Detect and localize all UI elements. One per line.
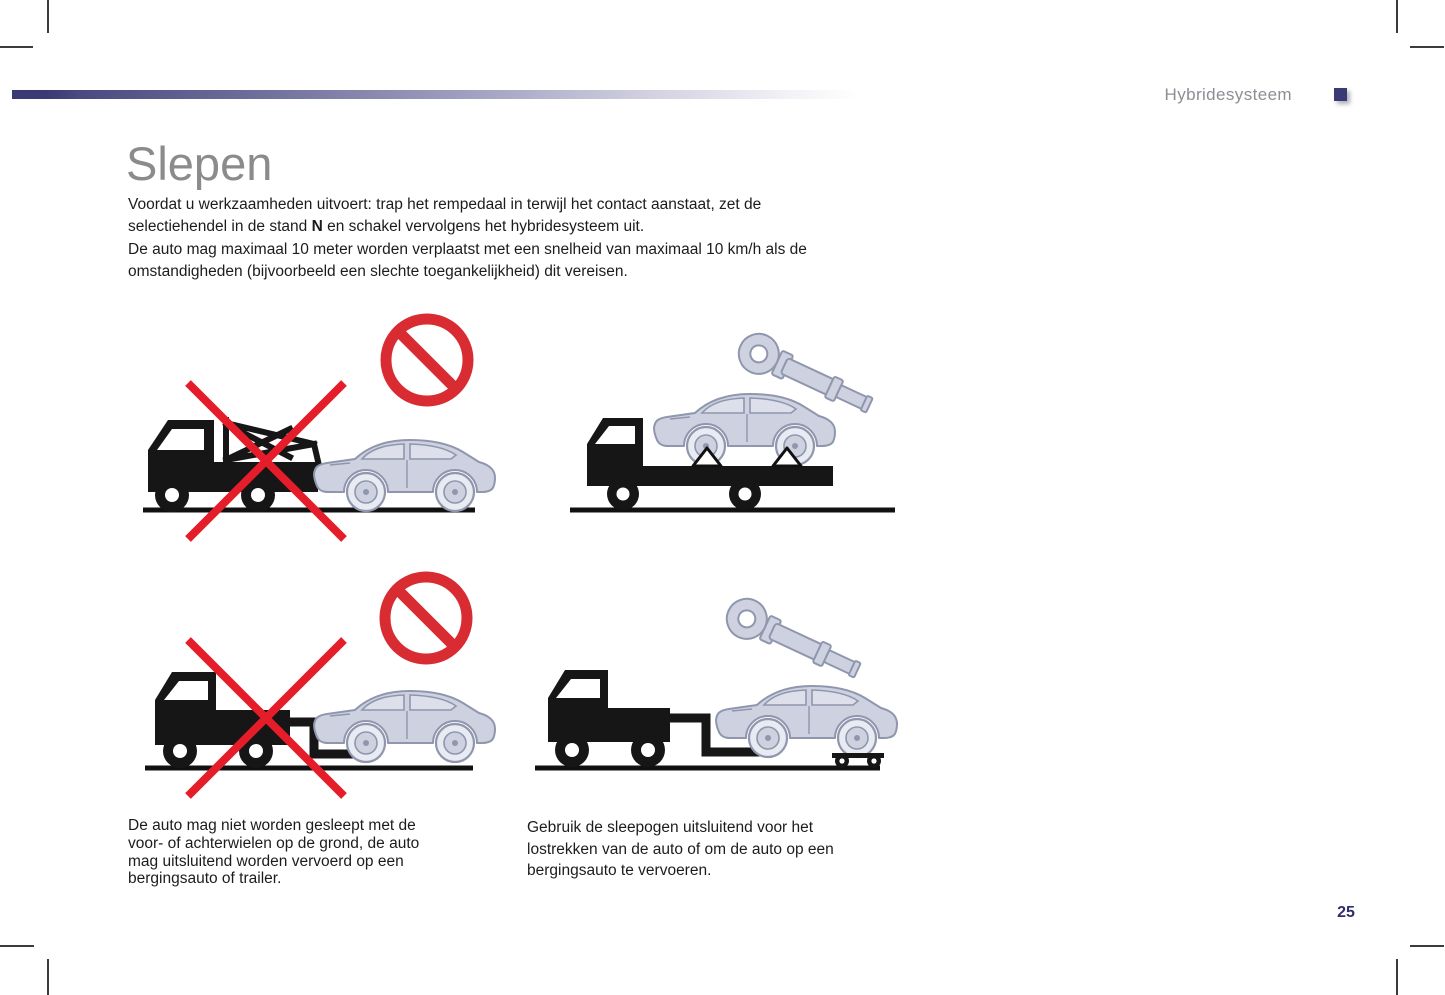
crop-mark-top-right-v (1396, 0, 1398, 33)
tow-truck-icon (548, 670, 760, 767)
crop-mark-top-left-v (47, 0, 49, 33)
intro-line2-post: en schakel vervolgens het hybridesysteem… (322, 218, 645, 236)
intro-line4: omstandigheden (bijvoorbeeld een slechte… (128, 263, 628, 281)
red-cross-icon (185, 637, 347, 799)
towing-dolly-icon (832, 753, 884, 768)
gear-position-n: N (311, 218, 323, 236)
caption-left: De auto mag niet worden gesleept met de … (128, 817, 420, 888)
intro-line1: Voordat u werkzaamheden uitvoert: trap h… (128, 196, 762, 213)
tow-truck-crane-icon (148, 417, 336, 512)
flatbed-transport-illustration (570, 332, 895, 513)
figure-flatbed-transport (545, 298, 925, 548)
wheel-chock-icon (691, 446, 723, 468)
crane-tow-prohibited-illustration (143, 313, 496, 542)
crop-mark-top-left-h (0, 46, 33, 48)
car-icon (652, 393, 836, 467)
tow-truck-icon (155, 672, 368, 768)
section-marker-square-icon (1334, 88, 1347, 101)
crop-mark-bottom-left-h (0, 945, 34, 947)
towing-eye-icon (725, 597, 862, 679)
flatbed-truck-icon (587, 418, 833, 510)
red-cross-icon (185, 380, 347, 542)
car-icon (312, 690, 496, 764)
figure-crane-tow-prohibited (118, 302, 498, 547)
car-icon (714, 685, 898, 759)
crop-mark-bottom-left-v (47, 959, 49, 995)
figure-towing-eye-recovery (520, 560, 920, 810)
intro-line3: De auto mag maximaal 10 meter worden ver… (128, 240, 807, 258)
crop-mark-bottom-right-v (1396, 959, 1398, 995)
section-title: Hybridesysteem (1164, 85, 1292, 104)
towing-eye-recovery-illustration (535, 597, 898, 771)
intro-paragraph: Voordat u werkzaamheden uitvoert: trap h… (128, 194, 908, 284)
crop-mark-top-right-h (1410, 46, 1444, 48)
figure-wheel-lift-prohibited (120, 560, 520, 810)
car-icon (312, 439, 496, 513)
prohibition-sign-icon (380, 313, 474, 407)
intro-line2-pre: selectiehendel in de stand (128, 218, 312, 236)
wheel-lift-prohibited-illustration (145, 571, 496, 799)
header-gradient-rule (12, 90, 857, 99)
wheel-chock-icon (771, 446, 803, 468)
page-title: Slepen (126, 137, 273, 190)
prohibition-sign-icon (379, 571, 473, 665)
crop-mark-bottom-right-h (1410, 945, 1444, 947)
page-number: 25 (1337, 904, 1355, 921)
caption-right: Gebruik de sleepogen uitsluitend voor he… (527, 819, 834, 880)
towing-eye-icon (737, 332, 874, 414)
